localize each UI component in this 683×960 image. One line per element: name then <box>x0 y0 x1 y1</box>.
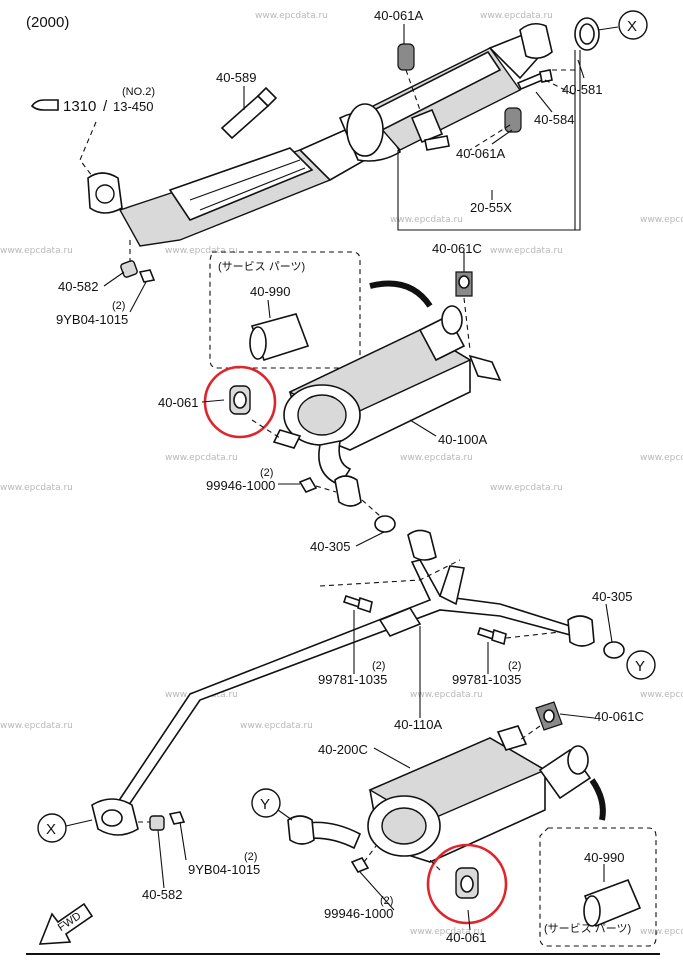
pointing-hand-icon <box>30 99 59 111</box>
part-label[interactable]: 40-305 <box>310 539 350 554</box>
part-label[interactable]: 40-061C <box>432 241 482 256</box>
part-label[interactable]: 40-581 <box>562 82 602 97</box>
intermediate-rear-flange <box>567 615 595 647</box>
watermark: www.epcdata.ru <box>490 483 563 493</box>
nut-stud-top <box>120 260 156 283</box>
watermark: www.epcdata.ru <box>490 246 563 256</box>
part-label[interactable]: 40-200C <box>318 742 368 757</box>
part-label[interactable]: 40-061 <box>446 930 486 945</box>
rubber-hanger-40-061-bottom[interactable] <box>426 843 508 925</box>
rear-muffler-inlet-flange <box>287 815 315 845</box>
intermediate-front-flange <box>407 529 437 561</box>
fwd-arrow: FWD <box>38 902 94 945</box>
quantity-label: (2) <box>508 660 521 672</box>
bolt-99781-right <box>476 626 507 646</box>
rear-muffler-40-200c <box>287 725 592 863</box>
watermark: www.epcdata.ru <box>400 453 473 463</box>
service-parts-box-bottom: (サービス パーツ) <box>539 827 657 947</box>
quantity-label: (2) <box>244 851 257 863</box>
watermark: www.epcdata.ru <box>410 927 483 937</box>
watermark: www.epcdata.ru <box>640 690 683 700</box>
muffler-inlet-flange <box>334 475 362 507</box>
part-label[interactable]: 40-584 <box>534 112 574 127</box>
part-label[interactable]: 40-589 <box>216 70 256 85</box>
watermark: www.epcdata.ru <box>480 11 553 21</box>
x-marker-top: X <box>597 10 648 40</box>
reference-slash: / <box>103 98 108 115</box>
watermark: www.epcdata.ru <box>165 453 238 463</box>
part-label[interactable]: 99781-1035 <box>452 672 521 687</box>
watermark: www.epcdata.ru <box>640 927 683 937</box>
bracket-20-55x <box>397 50 581 231</box>
service-box-label: (サービス パーツ) <box>544 922 631 935</box>
part-label[interactable]: 40-061 <box>158 395 198 410</box>
watermark: www.epcdata.ru <box>0 246 73 256</box>
gasket-40-305-right <box>603 641 625 659</box>
front-pipe-assembly <box>87 22 553 247</box>
rubber-hanger-40-061a-top <box>397 43 415 71</box>
reference-link[interactable]: 1310 / 13-450 (NO.2) <box>30 86 155 115</box>
watermark: www.epcdata.ru <box>390 215 463 225</box>
rear-flange-top <box>519 22 553 60</box>
part-label[interactable]: 40-990 <box>584 850 624 865</box>
gasket-40-305-left <box>374 515 396 533</box>
part-label[interactable]: 40-110A <box>394 717 443 732</box>
y-marker-right: Y <box>626 650 656 680</box>
svg-text:X: X <box>627 18 637 35</box>
intermediate-pipe-40-110a <box>91 529 595 836</box>
part-label[interactable]: 40-100A <box>438 432 487 447</box>
part-label[interactable]: 9YB04-1015 <box>56 312 128 327</box>
highlight-circle-bottom <box>426 843 508 925</box>
sealant-tube-40-589 <box>220 86 278 140</box>
part-labels: 40-061A 40-589 40-581 40-584 40-061A 20-… <box>56 8 644 945</box>
part-label[interactable]: 99781-1035 <box>318 672 387 687</box>
service-box-label: (サービス パーツ) <box>218 260 305 273</box>
watermark: www.epcdata.ru <box>255 11 328 21</box>
nut-stud-bottom <box>149 811 186 831</box>
part-label[interactable]: 9YB04-1015 <box>188 862 260 877</box>
nut-99946-top <box>298 477 318 493</box>
part-label[interactable]: 40-061C <box>594 709 644 724</box>
main-muffler-40-100a <box>272 305 502 507</box>
watermark: www.epcdata.ru <box>410 690 483 700</box>
bolt-99781-left <box>342 594 373 614</box>
svg-text:Y: Y <box>260 796 270 813</box>
rubber-hanger-40-061-top[interactable] <box>203 365 277 439</box>
watermark: www.epcdata.ru <box>165 246 238 256</box>
leader-lines <box>103 24 613 931</box>
year-label: (2000) <box>26 14 69 31</box>
part-label[interactable]: 40-061A <box>456 146 505 161</box>
quantity-label: (2) <box>260 467 273 479</box>
quantity-label: (2) <box>380 895 393 907</box>
reference-note: (NO.2) <box>122 86 155 98</box>
direction-arrow-top <box>369 280 433 308</box>
reference-sub: 13-450 <box>113 99 153 114</box>
service-parts-box-top: (サービス パーツ) <box>209 251 361 369</box>
part-label[interactable]: 40-990 <box>250 284 290 299</box>
x-marker-bottom: X <box>37 813 93 843</box>
part-label[interactable]: 99946-1000 <box>324 906 393 921</box>
svg-text:X: X <box>46 821 56 838</box>
part-label[interactable]: 40-305 <box>592 589 632 604</box>
watermark: www.epcdata.ru <box>640 453 683 463</box>
y-marker-bottom: Y <box>251 788 293 821</box>
rubber-hanger-40-061a-mid <box>504 107 522 133</box>
direction-arrow-bottom <box>589 778 606 821</box>
watermark: www.epcdata.ru <box>640 215 683 225</box>
watermark: www.epcdata.ru <box>0 483 73 493</box>
reference-page: 1310 <box>63 98 96 115</box>
rubber-hanger-40-061c-bottom <box>535 701 563 731</box>
svg-text:Y: Y <box>635 658 645 675</box>
part-label[interactable]: 40-061A <box>374 8 423 23</box>
part-label[interactable]: 40-582 <box>142 887 182 902</box>
watermark: www.epcdata.ru <box>240 721 313 731</box>
quantity-label: (2) <box>112 300 125 312</box>
quantity-label: (2) <box>372 660 385 672</box>
part-label[interactable]: 40-582 <box>58 279 98 294</box>
part-label[interactable]: 99946-1000 <box>206 478 275 493</box>
part-label[interactable]: 20-55X <box>470 200 512 215</box>
watermark: www.epcdata.ru <box>0 721 73 731</box>
rubber-hanger-40-061c-top <box>455 271 473 297</box>
